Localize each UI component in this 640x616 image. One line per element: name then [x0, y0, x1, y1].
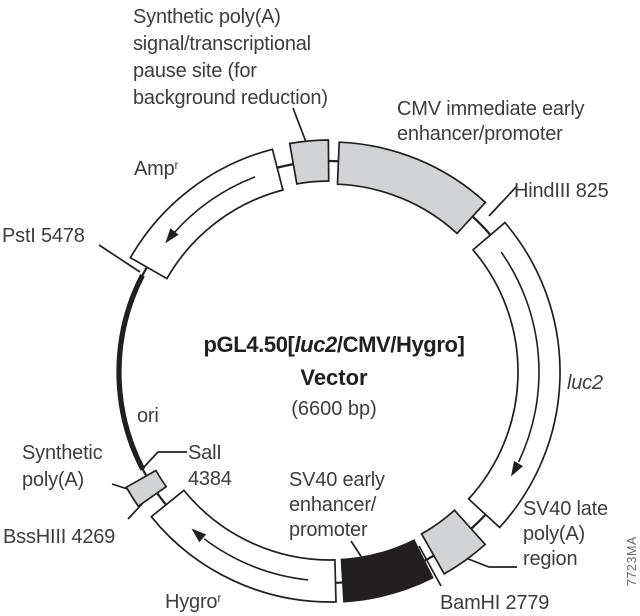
- syn-pause-label: Synthetic poly(A) signal/transcriptional…: [133, 6, 328, 109]
- sali-site-label: SalI 4384: [188, 442, 232, 490]
- sv40_late_polya-segment: [420, 508, 487, 576]
- syn_pause_site-segment: [288, 139, 330, 185]
- luc2_gene-segment: [467, 221, 561, 529]
- hygro-label-text: Hygro: [165, 591, 218, 613]
- hindiii-leader: [488, 185, 518, 217]
- psti-site-label: PstI 5478: [2, 225, 85, 247]
- sv40-late-polya-label: SV40 late poly(A) region: [523, 498, 608, 570]
- bsshiii-site-label: BssHIII 4269: [3, 526, 116, 548]
- syn_polya-segment: [125, 469, 168, 508]
- part-number-watermark: 7723MA: [625, 536, 639, 587]
- luc2_gene-direction-arrow-shaft: [500, 251, 540, 463]
- sali-leader: [143, 451, 187, 468]
- hygro_gene-direction-arrowhead: [191, 528, 207, 543]
- cmv-promoter-label: CMV immediate early enhancer/promoter: [397, 98, 585, 145]
- hygro-gene-label: Hygror: [165, 589, 221, 615]
- syn-pause-leader: [292, 107, 307, 143]
- syn-polya-label: Synthetic poly(A): [22, 442, 103, 491]
- ori-arc: [116, 274, 146, 471]
- amp-superscript-r: r: [174, 158, 179, 172]
- hygro_gene-direction-arrow-shaft: [203, 538, 309, 581]
- luc2-gene-label: luc2: [567, 372, 603, 394]
- hygro-superscript-r: r: [217, 591, 222, 605]
- bsshiii-leader: [127, 503, 143, 520]
- amp-gene-label: Ampr: [134, 156, 179, 182]
- plasmid-name-prefix: pGL4.50[: [203, 332, 295, 357]
- hygro_gene-segment: [150, 489, 337, 603]
- amp_gene-direction-arrow-shaft: [172, 176, 256, 235]
- bamhi-site-label: BamHI 2779: [440, 592, 550, 614]
- hindiii-site-label: HindIII 825: [514, 180, 609, 202]
- plasmid-title: pGL4.50[luc2/CMV/Hygro] Vector (6600 bp): [134, 332, 534, 420]
- psti-leader: [98, 244, 141, 273]
- bamhi-leader: [418, 545, 442, 587]
- cmv_promoter-segment: [336, 141, 487, 235]
- plasmid-name: pGL4.50[luc2/CMV/Hygro]: [134, 332, 534, 358]
- plasmid-name-italic: luc2: [294, 332, 337, 357]
- plasmid-name-suffix: /CMV/Hygro]: [336, 332, 465, 357]
- amp_gene-direction-arrowhead: [165, 228, 179, 244]
- ori-label: ori: [137, 405, 159, 427]
- sv40-early-promoter-label: SV40 early enhancer/ promoter: [289, 469, 385, 541]
- sv40_early_promoter-segment: [340, 539, 434, 603]
- plasmid-name-line2: Vector: [300, 365, 368, 390]
- plasmid-size: (6600 bp): [291, 398, 377, 420]
- amp-label-text: Amp: [134, 158, 175, 180]
- luc2_gene-direction-arrowhead: [511, 460, 523, 477]
